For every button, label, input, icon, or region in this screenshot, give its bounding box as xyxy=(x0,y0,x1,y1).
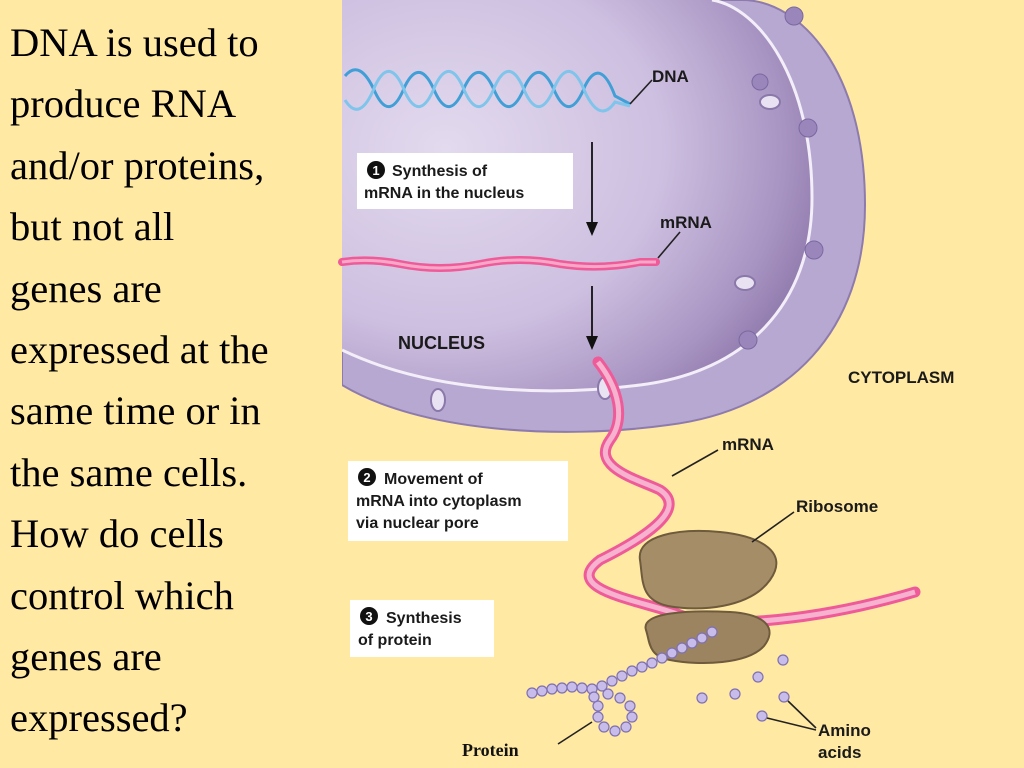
question-line: but not all xyxy=(10,204,175,250)
question-line: expressed? xyxy=(10,695,188,741)
envelope-ribosomes xyxy=(738,6,824,350)
flow-arrows xyxy=(586,142,598,350)
free-amino-acids xyxy=(696,654,790,722)
dna-helix xyxy=(343,68,631,113)
mrna-cytoplasm-label: mRNA xyxy=(722,435,774,454)
dna-label: DNA xyxy=(652,67,689,86)
question-line: expressed at the xyxy=(10,327,269,373)
ribosome-label: Ribosome xyxy=(796,497,878,516)
step-2-line2: mRNA into cytoplasm xyxy=(356,493,522,510)
step-1-line1: Synthesis of xyxy=(392,163,488,180)
step-3-line1: Synthesis xyxy=(386,610,462,627)
question-line: genes are xyxy=(10,634,162,680)
amino-acids-label-2: acids xyxy=(818,743,861,762)
step-2-number: 2 xyxy=(363,470,370,485)
question-line: DNA is used to xyxy=(10,20,259,65)
amino-acids-label-1: Amino xyxy=(818,721,871,740)
nuclear-pores xyxy=(430,94,781,412)
question-line: and/or proteins, xyxy=(10,142,265,188)
question-line: produce RNA xyxy=(10,81,237,127)
step-1-number: 1 xyxy=(372,163,379,178)
step-3-number: 3 xyxy=(365,609,372,624)
step-1-box xyxy=(357,153,573,209)
nucleus-label: NUCLEUS xyxy=(398,333,485,353)
question-line: the same cells. xyxy=(10,449,248,495)
question-line: same time or in xyxy=(10,388,261,434)
step-2-line3: via nuclear pore xyxy=(356,515,479,532)
ribosome xyxy=(638,529,778,664)
step-1-line2: mRNA in the nucleus xyxy=(364,185,524,202)
protein-label: Protein xyxy=(462,740,519,760)
step-2-line1: Movement of xyxy=(384,471,483,488)
mrna-nucleus-label: mRNA xyxy=(660,213,712,232)
step-2-box xyxy=(348,461,568,541)
step-3-line2: of protein xyxy=(358,632,432,649)
question-line: control which xyxy=(10,572,234,618)
question-text: DNA is used to produce RNA and/or protei… xyxy=(10,12,340,749)
question-line: How do cells xyxy=(10,511,224,557)
cytoplasm-label: CYTOPLASM xyxy=(848,368,954,387)
question-line: genes are xyxy=(10,265,162,311)
protein-chain xyxy=(526,626,718,737)
